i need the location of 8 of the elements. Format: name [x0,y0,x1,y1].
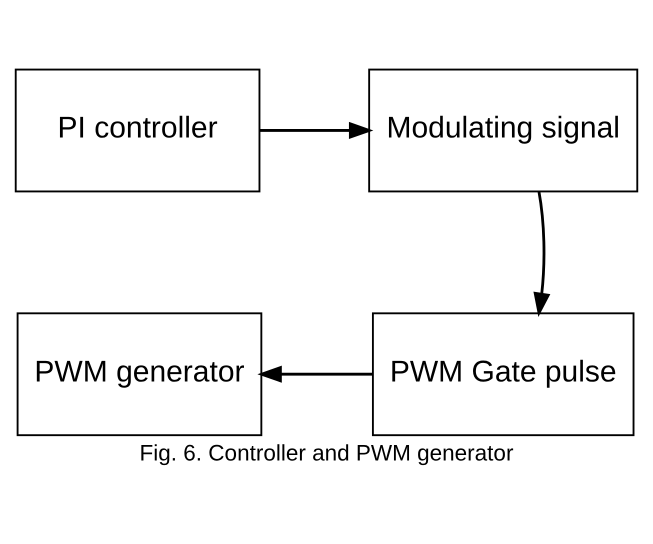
node-box: PWM generator [16,312,262,436]
node-box: PI controller [14,68,260,192]
arrow [533,191,550,318]
arrow [257,366,373,383]
arrow [260,122,374,139]
caption: Fig. 6. Controller and PWM generator [140,440,514,466]
node-box: Modulating signal [368,68,638,192]
node-box: PWM Gate pulse [372,312,634,436]
